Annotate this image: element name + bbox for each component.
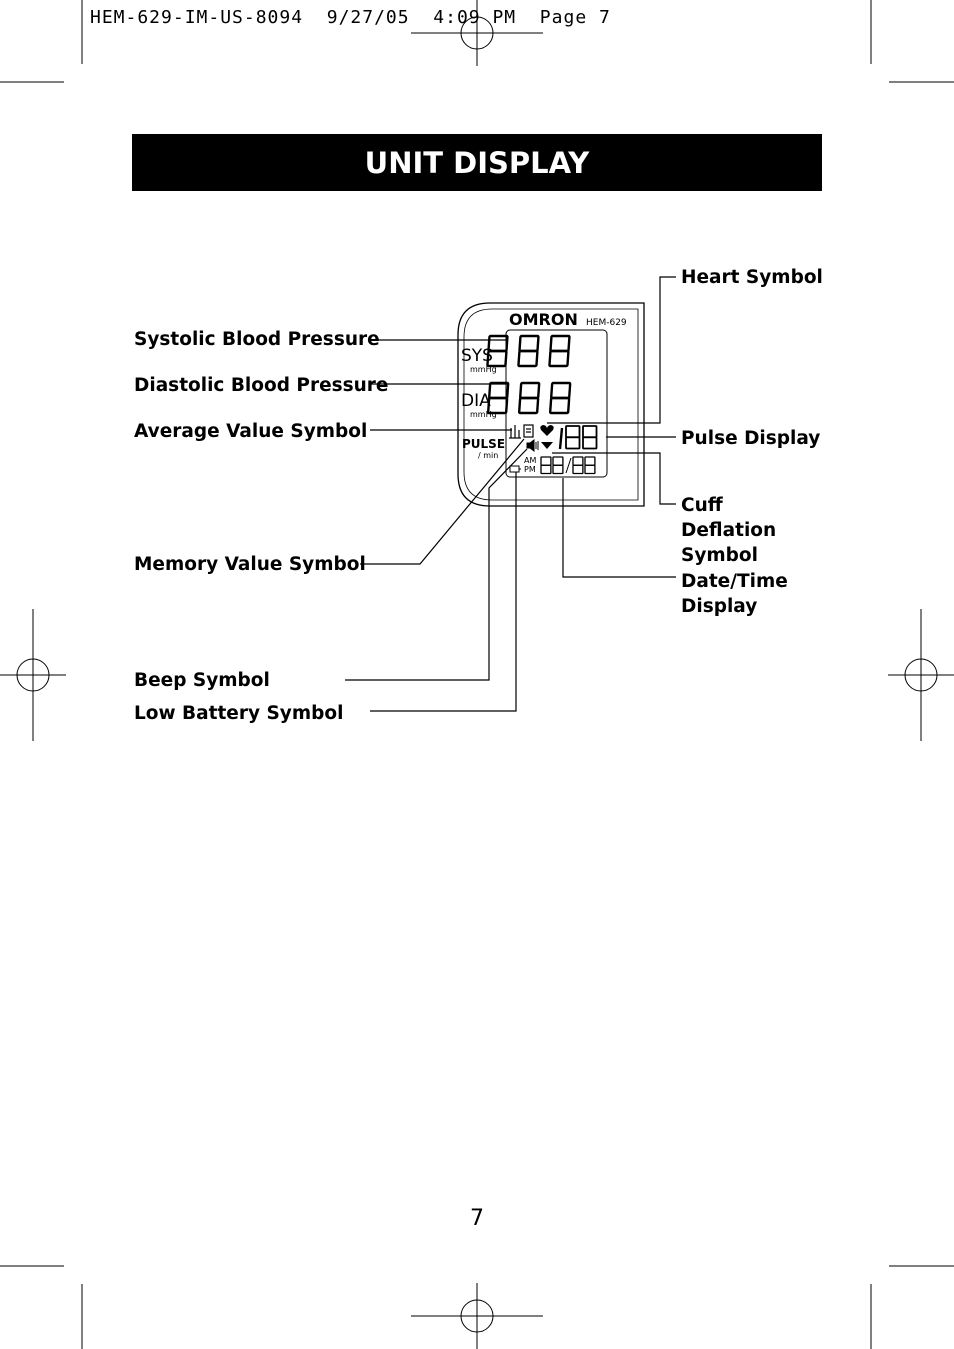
date-time-digits <box>540 456 596 475</box>
print-slug-line: HEM-629-IM-US-8094 9/27/05 4:09 PM Page … <box>90 7 611 28</box>
label-average: Average Value Symbol <box>134 421 368 442</box>
page-number: 7 <box>470 1206 484 1231</box>
per-min-label: / min <box>478 451 498 460</box>
label-battery: Low Battery Symbol <box>134 703 344 724</box>
average-value-icon <box>509 425 521 439</box>
memory-value-icon <box>523 424 534 438</box>
beep-icon <box>526 439 539 452</box>
cuff-deflation-icon <box>541 442 553 449</box>
leader-lines <box>345 276 676 712</box>
pm-indicator: PM <box>524 465 536 474</box>
pulse-digits <box>558 425 598 450</box>
brand-logo: OMRON <box>509 310 578 329</box>
am-indicator: AM <box>524 456 536 465</box>
diastolic-digits <box>486 381 572 415</box>
dia-label: DIA <box>461 391 491 411</box>
section-title: UNIT DISPLAY <box>364 145 590 180</box>
pulse-label: PULSE <box>462 437 505 451</box>
low-battery-icon <box>509 465 521 473</box>
model-label: HEM-629 <box>586 318 627 328</box>
label-pulse: Pulse Display <box>681 428 821 449</box>
label-beep: Beep Symbol <box>134 670 270 691</box>
section-title-banner: UNIT DISPLAY <box>132 134 822 191</box>
sys-label: SYS <box>461 346 493 366</box>
heart-icon <box>540 425 554 436</box>
label-systolic: Systolic Blood Pressure <box>134 329 380 350</box>
label-diastolic: Diastolic Blood Pressure <box>134 375 389 396</box>
label-memory: Memory Value Symbol <box>134 554 366 575</box>
label-datetime: Date/Time Display <box>681 571 788 617</box>
label-cuff: Cuff Deflation Symbol <box>681 495 777 566</box>
label-heart: Heart Symbol <box>681 267 823 288</box>
device-body <box>457 302 645 507</box>
dia-unit-label: mmHg <box>470 410 497 419</box>
sys-unit-label: mmHg <box>470 365 497 374</box>
